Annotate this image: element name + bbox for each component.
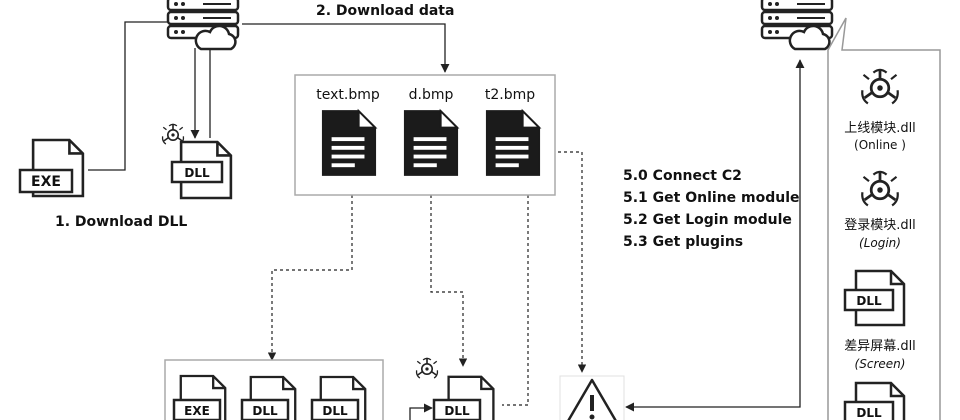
dll-label: DLL: [322, 404, 348, 418]
module-name: 差异屏幕.dll: [844, 339, 916, 354]
bmp-container: text.bmp d.bmp t2.bmp: [294, 74, 556, 196]
module-sub: (Screen): [855, 357, 906, 371]
step-download-dll: 1. Download DLL: [55, 214, 187, 230]
dll-label: DLL: [856, 294, 882, 308]
connectors: [88, 21, 805, 420]
module-screen: DLL 差异屏幕.dll (Screen): [843, 269, 916, 371]
left-server: [166, 0, 240, 51]
dll-label: DLL: [184, 166, 210, 180]
malware-biohazard-icon: [415, 357, 439, 379]
server-icon: [760, 0, 834, 51]
module-sub: (Online ): [854, 138, 906, 152]
warning: [559, 375, 625, 420]
step-download-data: 2. Download data: [316, 3, 454, 19]
document-icon: [321, 110, 377, 176]
document-icon: [403, 110, 459, 176]
bmp-label-t2: t2.bmp: [485, 87, 535, 103]
c2-step-3: 5.3 Get plugins: [623, 234, 743, 250]
document-icon: [485, 110, 541, 176]
module-next: DLL: [843, 381, 906, 420]
exe-label: EXE: [184, 404, 210, 418]
module-name: 上线模块.dll: [844, 121, 916, 136]
server-icon: [166, 0, 240, 51]
module-online: 上线模块.dll (Online ): [844, 68, 916, 152]
module-sub: (Login): [859, 236, 901, 250]
c2-step-1: 5.1 Get Online module: [623, 190, 800, 206]
downloaded-dll: DLL: [161, 123, 233, 200]
loaded-files-box: EXE DLL DLL: [164, 359, 384, 420]
exe-label: EXE: [31, 174, 61, 190]
dll-label: DLL: [444, 404, 470, 418]
module-login: 登录模块.dll (Login): [844, 170, 916, 250]
c2-steps: 5.0 Connect C2 5.1 Get Online module 5.2…: [623, 168, 800, 250]
decoded-dll: DLL: [415, 357, 495, 420]
module-name: 登录模块.dll: [844, 218, 916, 233]
bmp-label-text: text.bmp: [316, 87, 380, 103]
bmp-label-d: d.bmp: [409, 87, 454, 103]
dll-label: DLL: [252, 404, 278, 418]
dll-label: DLL: [856, 406, 882, 420]
right-server: [760, 0, 834, 51]
exe-file: EXE: [18, 138, 85, 198]
c2-step-2: 5.2 Get Login module: [623, 212, 792, 228]
c2-step-0: 5.0 Connect C2: [623, 168, 742, 184]
